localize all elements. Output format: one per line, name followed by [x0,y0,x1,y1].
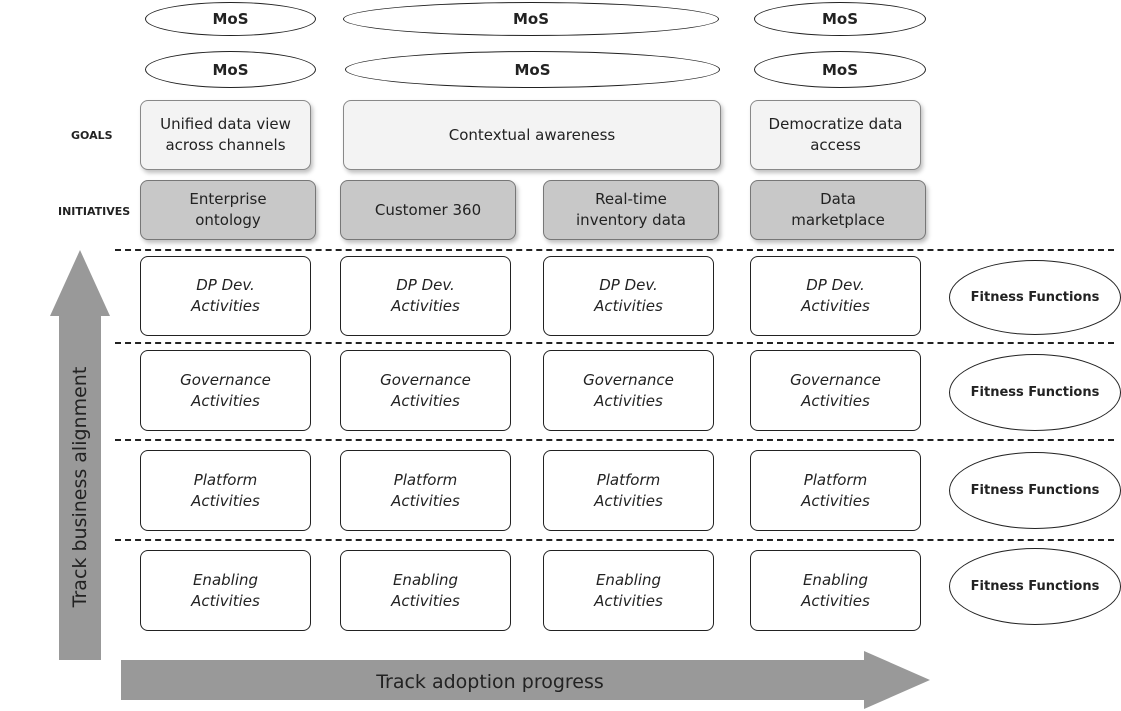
goal-text: Contextual awareness [448,125,616,144]
mos-ellipse: MoS [754,51,926,88]
goal-box: Unified data view across channels [140,100,311,170]
initiative-text: Enterprise ontology [189,190,267,229]
activity-text: Enabling Activities [391,570,460,610]
activity-text: DP Dev. Activities [191,276,260,315]
goal-text: Unified data view across channels [160,115,291,154]
activity-text: Governance Activities [790,370,881,410]
mos-ellipse: MoS [145,51,316,88]
fitness-functions-label: Fitness Functions [970,579,1100,594]
right-arrow-icon [121,651,930,709]
dashed-separator [115,439,1114,441]
goals-label: GOALS [71,128,113,142]
fitness-functions-ellipse: Fitness Functions [949,452,1121,529]
mos-ellipse: MoS [345,51,720,88]
mos-ellipse: MoS [145,2,316,36]
goal-box: Contextual awareness [343,100,721,170]
mos-label: MoS [821,60,859,79]
activity-text: Enabling Activities [801,570,870,610]
mos-label: MoS [212,60,249,79]
activity-box: Governance Activities [750,350,921,431]
initiative-text: Customer 360 [374,200,482,219]
mos-label: MoS [514,60,551,79]
mos-ellipse: MoS [343,2,719,36]
dashed-separator [115,249,1114,251]
activity-text: DP Dev. Activities [594,276,663,315]
initiative-text: Real-time inventory data [576,190,686,229]
fitness-functions-ellipse: Fitness Functions [949,260,1121,335]
activity-text: Platform Activities [801,470,870,510]
mos-ellipse: MoS [754,2,926,36]
activity-text: Governance Activities [380,370,471,410]
activity-box: Governance Activities [340,350,511,431]
goal-box: Democratize data access [750,100,921,170]
fitness-functions-ellipse: Fitness Functions [949,548,1121,625]
activity-box: Enabling Activities [543,550,714,631]
activity-text: Governance Activities [583,370,674,410]
activity-text: DP Dev. Activities [391,276,460,315]
activity-text: Governance Activities [180,370,271,410]
activity-box: Enabling Activities [140,550,311,631]
fitness-functions-label: Fitness Functions [970,290,1100,305]
goal-text: Democratize data access [768,115,903,154]
activity-box: DP Dev. Activities [543,256,714,336]
mos-label: MoS [512,10,550,28]
fitness-functions-label: Fitness Functions [970,385,1100,400]
initiative-box: Real-time inventory data [543,180,719,240]
initiatives-label: INITIATIVES [58,204,131,218]
mos-label: MoS [212,10,249,28]
activity-box: Platform Activities [750,450,921,531]
activity-text: DP Dev. Activities [801,276,870,315]
fitness-functions-label: Fitness Functions [970,483,1100,498]
activity-text: Enabling Activities [594,570,663,610]
dashed-separator [115,342,1114,344]
vertical-axis-text: Track business alignment [69,366,91,608]
activity-box: DP Dev. Activities [750,256,921,336]
activity-text: Platform Activities [594,470,663,510]
mos-label: MoS [821,10,859,28]
activity-text: Platform Activities [191,470,260,510]
activity-box: Governance Activities [140,350,311,431]
initiative-box: Customer 360 [340,180,516,240]
initiative-box: Data marketplace [750,180,926,240]
activity-box: Platform Activities [340,450,511,531]
activity-box: Enabling Activities [340,550,511,631]
initiative-box: Enterprise ontology [140,180,316,240]
initiative-text: Data marketplace [791,190,885,229]
activity-box: Platform Activities [140,450,311,531]
fitness-functions-ellipse: Fitness Functions [949,354,1121,431]
activity-box: DP Dev. Activities [140,256,311,336]
activity-text: Platform Activities [391,470,460,510]
activity-box: Platform Activities [543,450,714,531]
horizontal-axis-label: Track adoption progress [376,671,604,693]
activity-box: DP Dev. Activities [340,256,511,336]
activity-text: Enabling Activities [191,570,260,610]
activity-box: Governance Activities [543,350,714,431]
activity-box: Enabling Activities [750,550,921,631]
up-arrow-icon [50,250,110,660]
dashed-separator [115,539,1114,541]
